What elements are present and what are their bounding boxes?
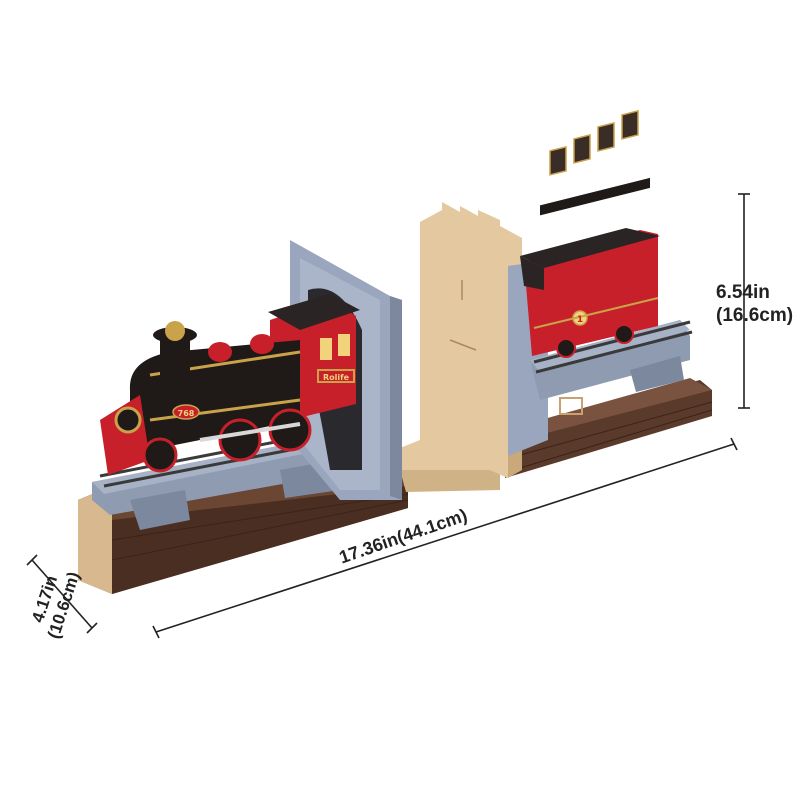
height-centimeters: (16.6cm) [716,304,794,326]
right-plywood-panel [420,202,522,478]
locomotive [100,294,360,475]
carriage-number: 1 [577,315,583,325]
width-dimension-line [152,437,738,639]
height-dimension-line [738,193,750,409]
right-base [505,378,713,478]
depth-dimension-line [26,554,98,634]
locomotive-number-plate: 768 [178,409,195,418]
carriage [520,109,660,358]
height-inches: 6.54in [716,282,770,303]
height-dimension-label: 6.54in (16.6cm) [716,282,793,328]
locomotive-name-plate: Rolife [323,373,350,382]
